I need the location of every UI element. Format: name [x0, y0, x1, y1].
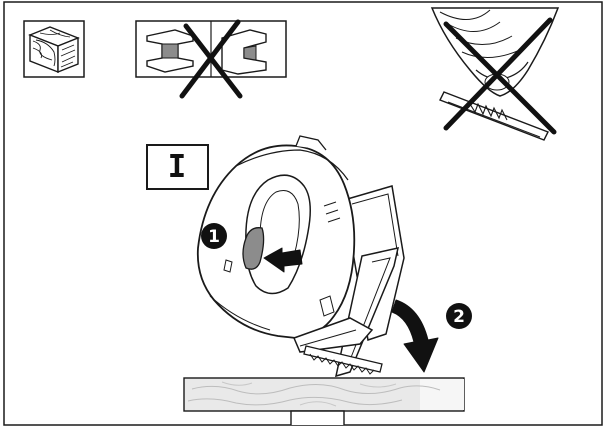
wood-grain-icon [24, 21, 84, 77]
step-2-number: 2 [453, 307, 465, 327]
step-1-number: 1 [208, 227, 220, 247]
mode-indicator: I [147, 145, 208, 189]
step-1-marker: 1 [201, 223, 227, 249]
step-2-marker: 2 [446, 303, 472, 329]
mode-label: I [168, 149, 187, 185]
wood-board [184, 378, 464, 411]
support-block [291, 411, 344, 425]
